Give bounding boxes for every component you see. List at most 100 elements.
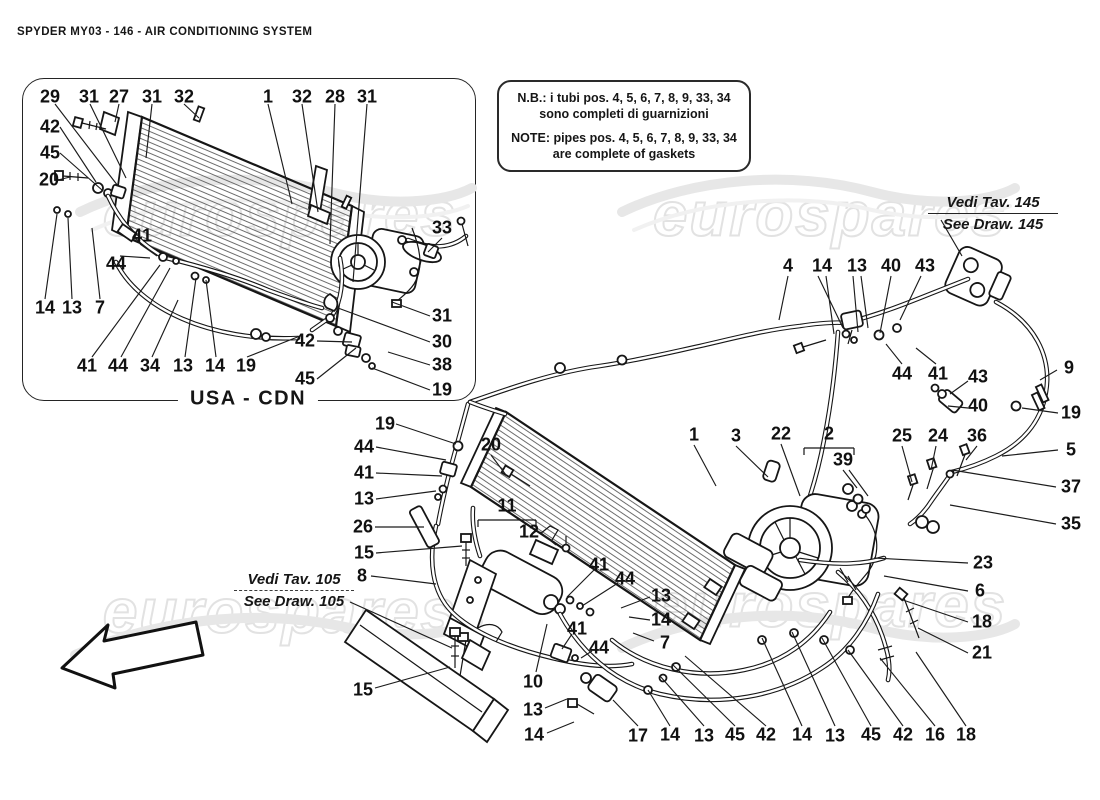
part-number-label: 44: [891, 363, 913, 384]
part-number-label: 36: [966, 425, 988, 446]
part-number-label: 19: [374, 413, 396, 434]
union: [92, 182, 104, 194]
ref-drawing-145: Vedi Tav. 145 See Draw. 145: [928, 194, 1058, 233]
condenser-core: [124, 115, 354, 328]
part-number-label: 41: [566, 618, 588, 639]
o-ring: [333, 326, 343, 336]
watermark-top-right: eurospares: [652, 180, 1008, 251]
bolt: [958, 443, 971, 457]
part-number-label: 22: [770, 423, 792, 444]
elbow: [926, 520, 940, 534]
part-number-label: 10: [522, 671, 544, 692]
part-number-label: 42: [755, 724, 777, 745]
part-number-label: 41: [131, 225, 153, 246]
part-number-label: 31: [78, 86, 100, 107]
pipe-damper: [116, 222, 138, 243]
part-number-label: 40: [967, 395, 989, 416]
part-number-label: 17: [627, 725, 649, 746]
part-number-label: 5: [1065, 439, 1077, 460]
leader-lines: [44, 103, 1059, 734]
ref-145-english: See Draw. 145: [942, 216, 1044, 233]
valve-fitting: [422, 242, 440, 260]
o-ring: [190, 271, 200, 281]
bolt: [925, 457, 938, 471]
bolt: [53, 115, 107, 218]
part-number-label: 31: [431, 305, 453, 326]
union: [158, 252, 168, 262]
elbow: [915, 515, 929, 529]
nut: [452, 440, 464, 452]
part-number-label: 15: [352, 679, 374, 700]
union: [554, 362, 566, 374]
part-number-label: 23: [972, 552, 994, 573]
part-number-label: 33: [431, 217, 453, 238]
direction-arrow: [60, 620, 205, 690]
part-number-label: 14: [650, 609, 672, 630]
part-number-label: 41: [76, 355, 98, 376]
part-number-label: 13: [693, 725, 715, 746]
union: [250, 328, 262, 340]
note-italian-line2: sono completi di guarnizioni: [539, 107, 709, 121]
part-number-label: 20: [480, 434, 502, 455]
union: [325, 313, 335, 323]
group-bracket-11: [477, 519, 537, 527]
nut: [1010, 400, 1022, 412]
part-number-label: 18: [971, 611, 993, 632]
bolt: [457, 632, 469, 642]
part-number-label: 14: [204, 355, 226, 376]
gasket: [852, 493, 864, 505]
usa-cdn-diagram: [53, 105, 469, 370]
bracket-foot: [306, 203, 332, 226]
part-number-label: 18: [955, 724, 977, 745]
part-number-label: 9: [1063, 357, 1075, 378]
part-number-label: 13: [172, 355, 194, 376]
o-ring: [172, 257, 180, 265]
part-number-label: 12: [518, 521, 540, 542]
pipe-bracket: [723, 532, 774, 575]
part-number-label: 21: [971, 642, 993, 663]
part-number-label: 44: [105, 253, 127, 274]
bolt: [460, 533, 472, 543]
part-number-label: 31: [141, 86, 163, 107]
drier-bracket: [528, 538, 560, 566]
part-number-label: 13: [353, 488, 375, 509]
wire: [395, 227, 421, 303]
beam-end: [471, 697, 510, 744]
stud: [340, 194, 353, 210]
part-number-label: 14: [791, 724, 813, 745]
note-english-line2: are complete of gaskets: [552, 147, 696, 161]
expansion-valve: [944, 246, 1012, 307]
part-number-label: 30: [431, 331, 453, 352]
part-number-label: 2: [823, 423, 835, 444]
part-number-label: 19: [431, 379, 453, 400]
ref-145-italian: Vedi Tav. 145: [928, 194, 1058, 214]
part-number-label: 13: [824, 725, 846, 746]
part-number-label: 41: [588, 554, 610, 575]
part-number-label: 26: [352, 516, 374, 537]
nut: [945, 469, 955, 479]
part-number-label: 16: [924, 724, 946, 745]
gasket: [861, 504, 871, 514]
part-number-label: 43: [914, 255, 936, 276]
stud: [192, 105, 206, 123]
part-number-label: 20: [38, 169, 60, 190]
part-number-label: 25: [891, 425, 913, 446]
part-number-label: 3: [730, 425, 742, 446]
wire: [847, 515, 878, 599]
main-diagram: [343, 246, 1050, 744]
part-number-label: 45: [294, 368, 316, 389]
gasket: [873, 329, 885, 341]
clamp-bracket: [323, 292, 339, 313]
pipe-bracket: [738, 564, 783, 602]
note-box: N.B.: i tubi pos. 4, 5, 6, 7, 8, 9, 33, …: [497, 80, 751, 172]
part-number-label: 13: [522, 699, 544, 720]
part-number-label: 24: [927, 425, 949, 446]
part-number-label: 14: [659, 724, 681, 745]
part-number-label: 28: [324, 86, 346, 107]
part-number-label: 45: [724, 724, 746, 745]
cap: [762, 459, 781, 483]
condenser-core: [469, 410, 737, 642]
part-number-label: 13: [846, 255, 868, 276]
part-number-label: 44: [353, 436, 375, 457]
